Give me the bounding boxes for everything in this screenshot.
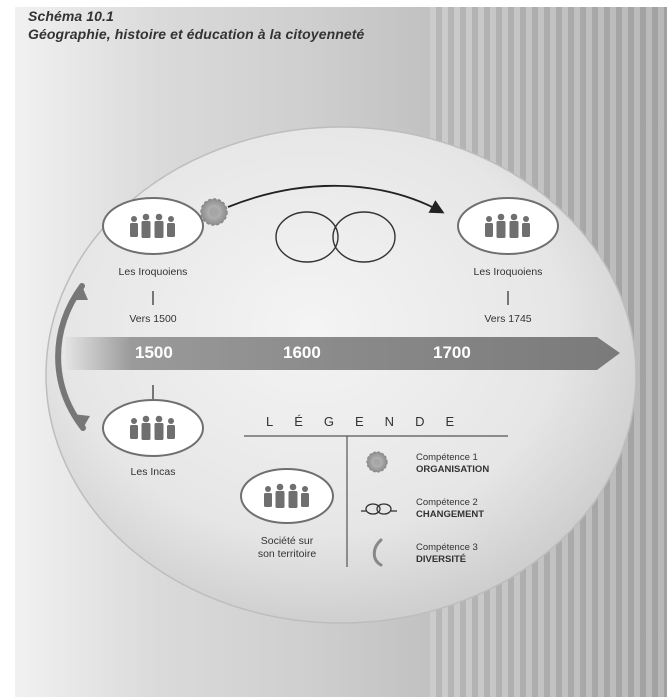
society-icon-legend — [240, 468, 334, 524]
legend-swoosh-icon — [372, 538, 383, 567]
legend-gear-icon — [366, 451, 388, 473]
legend-competence-1: Compétence 1 ORGANISATION — [416, 452, 489, 476]
schema-title: Géographie, histoire et éducation à la c… — [28, 26, 365, 42]
society-icon-iroquois-1745 — [457, 197, 559, 255]
schema-number: Schéma 10.1 — [28, 8, 114, 24]
society-icon-incas — [102, 399, 204, 457]
legend-loop-icon — [361, 503, 397, 515]
loop-symbol — [275, 211, 396, 263]
diversity-swoosh — [55, 283, 90, 431]
label-iroquois-1745: Les Iroquoiens — [473, 266, 543, 278]
timeline-label-1600: 1600 — [283, 343, 321, 362]
timeline-label-1500: 1500 — [135, 343, 173, 362]
timeline-bar — [65, 337, 620, 370]
competence-1-name: ORGANISATION — [416, 464, 490, 475]
timeline-label-1700: 1700 — [433, 343, 471, 362]
society-icon-iroquois-1500 — [102, 197, 204, 255]
competence-2-title: Compétence 2 — [416, 497, 478, 508]
gear-icon — [200, 198, 228, 226]
competence-3-title: Compétence 3 — [416, 542, 478, 553]
label-vers-1500: Vers 1500 — [129, 313, 177, 325]
legend-society-line-1: Société sur — [260, 535, 314, 547]
label-vers-1745: Vers 1745 — [484, 313, 532, 325]
legend-society-line-2: son territoire — [257, 548, 317, 560]
competence-1-title: Compétence 1 — [416, 452, 478, 463]
legend-society-label: Société sur son territoire — [232, 535, 342, 561]
legend-title: LÉGENDE — [266, 414, 476, 429]
label-incas: Les Incas — [130, 466, 176, 478]
change-arrow — [227, 184, 445, 214]
legend-competence-2: Compétence 2 CHANGEMENT — [416, 497, 484, 521]
competence-3-name: DIVERSITÉ — [416, 554, 467, 565]
label-iroquois-1500: Les Iroquoiens — [118, 266, 188, 278]
legend-competence-3: Compétence 3 DIVERSITÉ — [416, 542, 478, 566]
competence-2-name: CHANGEMENT — [416, 509, 485, 520]
